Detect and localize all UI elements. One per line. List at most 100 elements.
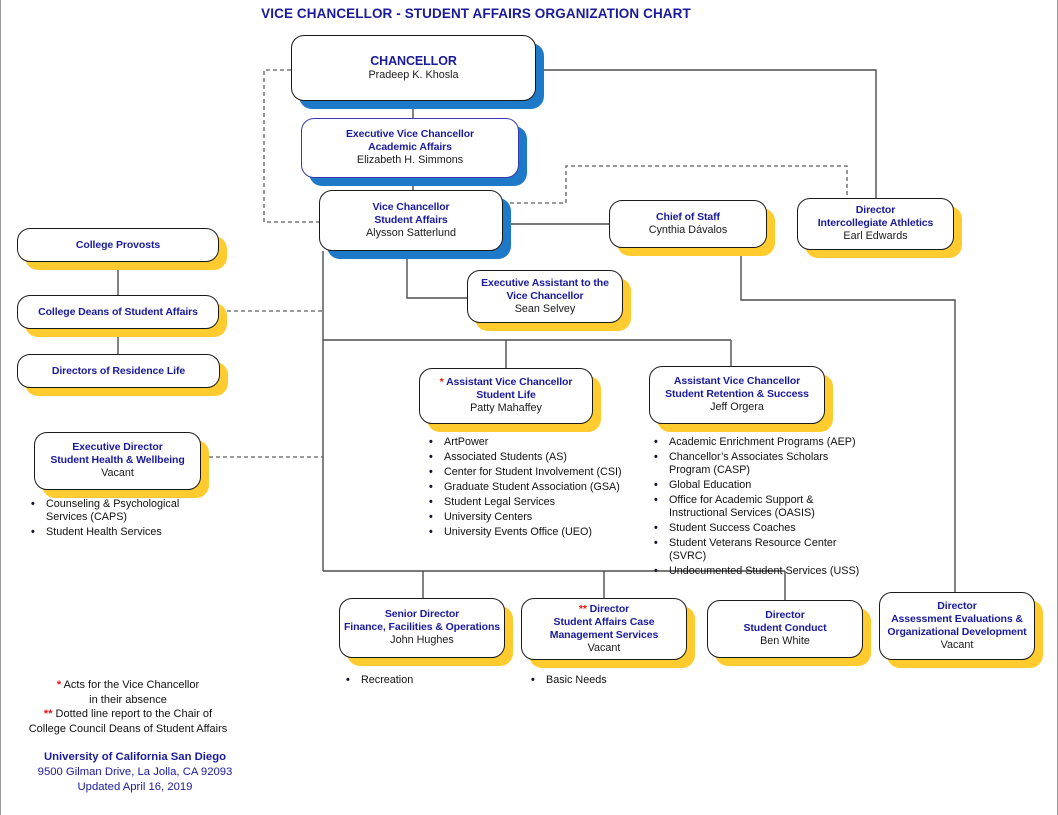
node-title: Assistant Vice Chancellor (673, 375, 801, 388)
node-title: College Provosts (75, 238, 161, 251)
footnote-text: Dotted line report to the Chair of (55, 708, 213, 720)
node-title: Student Retention & Success (665, 388, 809, 401)
node-person: Vacant (101, 467, 134, 480)
node-title-text: Director (589, 602, 630, 615)
node-person: Sean Selvey (514, 302, 576, 315)
list-item: Associated Students (AS) (429, 451, 634, 464)
footer-address: 9500 Gilman Drive, La Jolla, CA 92093 (37, 766, 233, 778)
node-college-deans: College Deans of Student Affairs (17, 295, 219, 329)
node-title: Director (937, 599, 977, 612)
footer-updated: Updated April 16, 2019 (77, 781, 193, 793)
footnote-1: * Acts for the Vice Chancellor (11, 678, 245, 693)
node-title: Student Health & Wellbeing (50, 454, 185, 467)
list-item: Student Legal Services (429, 496, 634, 509)
node-avc-student-life: * Assistant Vice Chancellor Student Life… (419, 368, 593, 424)
node-person: Vacant (940, 638, 974, 651)
node-exec-assistant: Executive Assistant to the Vice Chancell… (467, 270, 623, 323)
node-chancellor: CHANCELLOR Pradeep K. Khosla (291, 35, 536, 101)
footnote-marker: * (56, 679, 62, 691)
footnote-marker: ** (578, 602, 587, 615)
footnote-2: ** Dotted line report to the Chair of (11, 707, 245, 722)
connector-chief-of-staff-assessment (740, 248, 956, 592)
list-item: University Centers (429, 511, 634, 524)
node-person: Elizabeth H. Simmons (356, 154, 464, 167)
retention-units-list: Academic Enrichment Programs (AEP)Chance… (654, 436, 869, 580)
node-person: Jeff Orgera (710, 401, 764, 414)
list-item: ArtPower (429, 436, 634, 449)
dashed-vc-athletics (503, 165, 848, 204)
footnote-marker: ** (43, 708, 53, 720)
list-item: Office for Academic Support & Instructio… (654, 494, 869, 520)
connector-chancellor-athletics (536, 69, 877, 198)
node-dir-case-management: ** Director Student Affairs Case Managem… (521, 598, 687, 660)
node-title: Assessment Evaluations & (891, 612, 1023, 625)
node-title: Chief of Staff (656, 210, 720, 223)
node-title: Student Affairs (374, 213, 448, 226)
node-evc-academic-affairs: Executive Vice Chancellor Academic Affai… (301, 118, 519, 178)
connector-vc-exec-assistant (406, 251, 467, 299)
node-chief-of-staff: Chief of Staff Cynthia Dávalos (609, 200, 767, 248)
node-person: Alysson Satterlund (365, 226, 457, 239)
case-management-units-list: Basic Needs (531, 674, 681, 689)
list-item: Counseling & Psychological Services (CAP… (31, 498, 181, 524)
node-title: Management Services (549, 628, 659, 641)
node-title: * Assistant Vice Chancellor (440, 376, 573, 389)
list-item: University Events Office (UEO) (429, 526, 634, 539)
node-person: Vacant (587, 641, 621, 654)
footnote-text: Acts for the Vice Chancellor (63, 679, 200, 691)
node-vc-student-affairs: Vice Chancellor Student Affairs Alysson … (319, 190, 503, 251)
node-title-text: Assistant Vice Chancellor (446, 376, 573, 389)
node-title: Vice Chancellor (506, 289, 584, 302)
node-person: Pradeep K. Khosla (368, 69, 459, 82)
list-item: Undocumented Student Services (USS) (654, 565, 869, 578)
list-item: Center for Student Involvement (CSI) (429, 466, 634, 479)
node-person: Cynthia Dávalos (648, 223, 728, 236)
node-college-provosts: College Provosts (17, 228, 219, 262)
node-title: Intercollegiate Athletics (817, 217, 934, 230)
node-title: College Deans of Student Affairs (38, 305, 198, 318)
node-person: Earl Edwards (843, 230, 908, 243)
node-directors-residence-life: Directors of Residence Life (17, 354, 220, 388)
list-item: Chancellor’s Associates Scholars Program… (654, 451, 869, 477)
node-title: Director (855, 204, 896, 217)
node-exec-dir-student-health: Executive Director Student Health & Well… (34, 432, 201, 490)
node-title: Directors of Residence Life (51, 364, 186, 377)
node-title: ** Director (579, 603, 629, 616)
node-title: Director (765, 609, 805, 622)
node-sr-dir-finance: Senior Director Finance, Facilities & Op… (339, 598, 505, 658)
node-title: CHANCELLOR (370, 54, 457, 69)
list-item: Student Health Services (31, 526, 181, 539)
node-dir-student-conduct: Director Student Conduct Ben White (707, 600, 863, 658)
list-item: Basic Needs (531, 674, 681, 687)
list-item: Recreation (346, 674, 496, 687)
node-title: Executive Director (72, 441, 163, 454)
node-title: Student Affairs Case (553, 615, 655, 628)
footnotes: * Acts for the Vice Chancellor in their … (11, 678, 245, 736)
node-title: Senior Director (384, 608, 460, 621)
footnote-marker: * (439, 376, 444, 389)
node-person: John Hughes (390, 634, 454, 647)
page-title: VICE CHANCELLOR - STUDENT AFFAIRS ORGANI… (261, 6, 691, 21)
node-title: Academic Affairs (368, 141, 452, 154)
footnote-2-cont: College Council Deans of Student Affairs (28, 722, 228, 735)
node-dir-assessment: Director Assessment Evaluations & Organi… (879, 592, 1035, 660)
health-units-list: Counseling & Psychological Services (CAP… (31, 498, 181, 541)
node-title: Vice Chancellor (372, 200, 450, 213)
node-person: Ben White (760, 635, 810, 648)
footnote-1-cont: in their absence (89, 693, 167, 706)
list-item: Global Education (654, 479, 869, 492)
footer-org: University of California San Diego (43, 751, 227, 763)
list-item: Graduate Student Association (GSA) (429, 481, 634, 494)
node-title: Student Life (476, 389, 536, 402)
node-avc-retention-success: Assistant Vice Chancellor Student Retent… (649, 366, 825, 424)
node-title: Student Conduct (743, 622, 827, 635)
footer: University of California San Diego 9500 … (15, 750, 255, 795)
node-title: Organizational Development (887, 625, 1027, 638)
student-life-units-list: ArtPowerAssociated Students (AS) Center f… (429, 436, 634, 541)
finance-units-list: Recreation (346, 674, 496, 689)
node-director-athletics: Director Intercollegiate Athletics Earl … (797, 198, 954, 250)
list-item: Student Veterans Resource Center (SVRC) (654, 537, 869, 563)
node-title: Finance, Facilities & Operations (343, 621, 501, 634)
